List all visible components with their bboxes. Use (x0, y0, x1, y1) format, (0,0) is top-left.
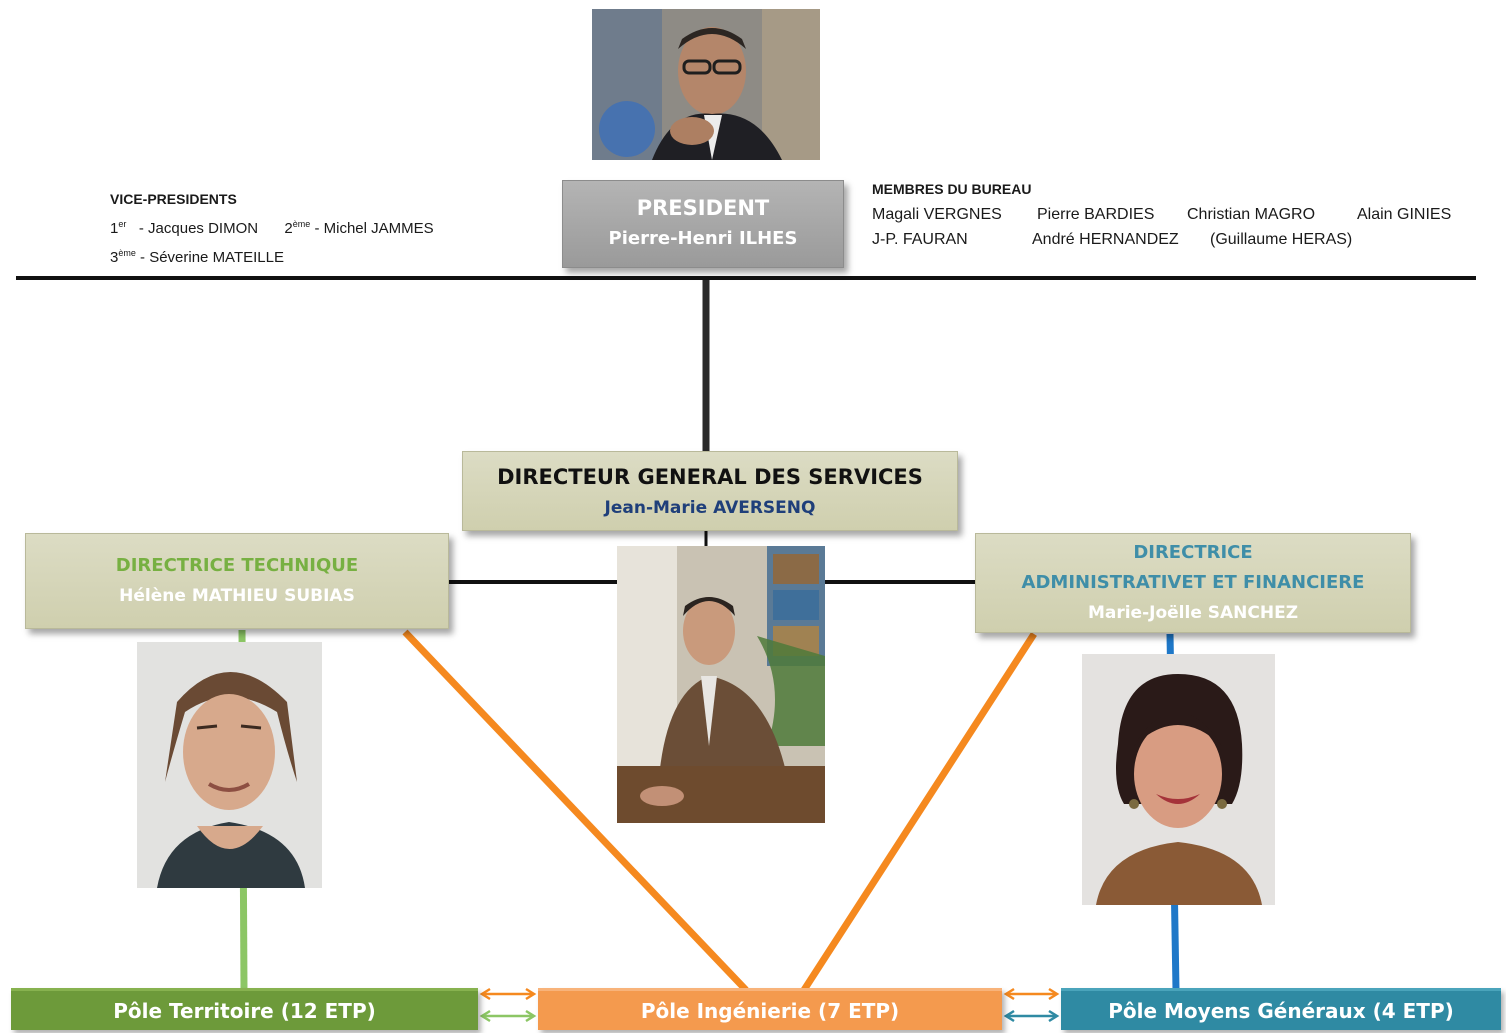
dgs-box: DIRECTEUR GENERAL DES SERVICES Jean-Mari… (462, 451, 958, 531)
technique-box: DIRECTRICE TECHNIQUE Hélène MATHIEU SUBI… (25, 533, 449, 629)
bureau-member: Christian MAGRO (1187, 206, 1316, 223)
administratif-name: Marie-Joëlle SANCHEZ (1087, 603, 1299, 623)
vp2-ordinal-suffix: ème (292, 219, 311, 229)
vp2-ordinal: 2 (284, 220, 293, 237)
administratif-photo (1082, 654, 1275, 905)
bureau-row-2: J-P. FAURAN André HERNANDEZ (Guillaume HER… (872, 227, 1451, 252)
administratif-title-line-1: DIRECTRICE (1133, 542, 1253, 563)
vice-presidents-row-1: 1er - Jacques DIMON 2ème - Michel JAMMES (110, 212, 434, 241)
arrow-territoire-ingenierie-orange (479, 987, 537, 1001)
vice-presidents-title: VICE-PRESIDENTS (110, 191, 237, 207)
bureau-member: Pierre BARDIES (1037, 206, 1155, 223)
pole-moyens-generaux: Pôle Moyens Généraux (4 ETP) (1061, 988, 1501, 1030)
bureau-row-1: Magali VERGNES Pierre BARDIES Christian MA… (872, 202, 1451, 227)
president-photo (592, 9, 820, 160)
president-name: Pierre-Henri ILHES (608, 228, 798, 249)
bureau-block: MEMBRES DU BUREAU Magali VERGNES Pierre B… (872, 181, 1451, 252)
technique-photo (137, 642, 322, 888)
dgs-name: Jean-Marie AVERSENQ (604, 498, 816, 518)
vp1-name: - Jacques DIMON (138, 220, 259, 237)
arrow-territoire-ingenierie-green (479, 1009, 537, 1023)
arrow-ingenierie-moyens-blue (1003, 1009, 1060, 1023)
vp2-name: - Michel JAMMES (314, 220, 434, 237)
pole-ingenierie: Pôle Ingénierie (7 ETP) (538, 988, 1002, 1030)
bureau-member: Magali VERGNES (872, 206, 1002, 223)
bureau-member: Alain GINIES (1357, 206, 1452, 223)
bureau-title: MEMBRES DU BUREAU (872, 181, 1032, 197)
pole-territoire: Pôle Territoire (12 ETP) (11, 988, 478, 1030)
technique-to-ingenierie-line (402, 629, 749, 993)
vp1-ordinal: 1 (110, 220, 119, 237)
bureau-member: André HERNANDEZ (1032, 231, 1179, 248)
dgs-title: DIRECTEUR GENERAL DES SERVICES (497, 465, 923, 489)
dgs-photo (617, 546, 825, 823)
vp3-name: - Séverine MATEILLE (140, 249, 284, 266)
bureau-member: (Guillaume HERAS) (1210, 231, 1353, 248)
administratif-box: DIRECTRICE ADMINISTRATIVET ET FINANCIERE… (975, 533, 1411, 633)
vice-presidents-row-2: 3ème - Séverine MATEILLE (110, 241, 434, 270)
president-title: PRESIDENT (636, 196, 770, 220)
vp1-ordinal-suffix: er (118, 219, 127, 229)
vp3-ordinal: 3 (110, 249, 119, 266)
bureau-member: J-P. FAURAN (872, 231, 968, 248)
administratif-title-line-2: ADMINISTRATIVET ET FINANCIERE (1021, 572, 1365, 593)
vice-presidents-block: VICE-PRESIDENTS 1er - Jacques DIMON 2ème… (110, 191, 434, 270)
president-box: PRESIDENT Pierre-Henri ILHES (562, 180, 844, 268)
vp3-ordinal-suffix: ème (118, 248, 136, 258)
admin-to-ingenierie-line (801, 632, 1037, 992)
arrow-ingenierie-moyens-orange (1003, 987, 1060, 1001)
technique-name: Hélène MATHIEU SUBIAS (119, 586, 355, 606)
technique-title: DIRECTRICE TECHNIQUE (115, 555, 359, 576)
